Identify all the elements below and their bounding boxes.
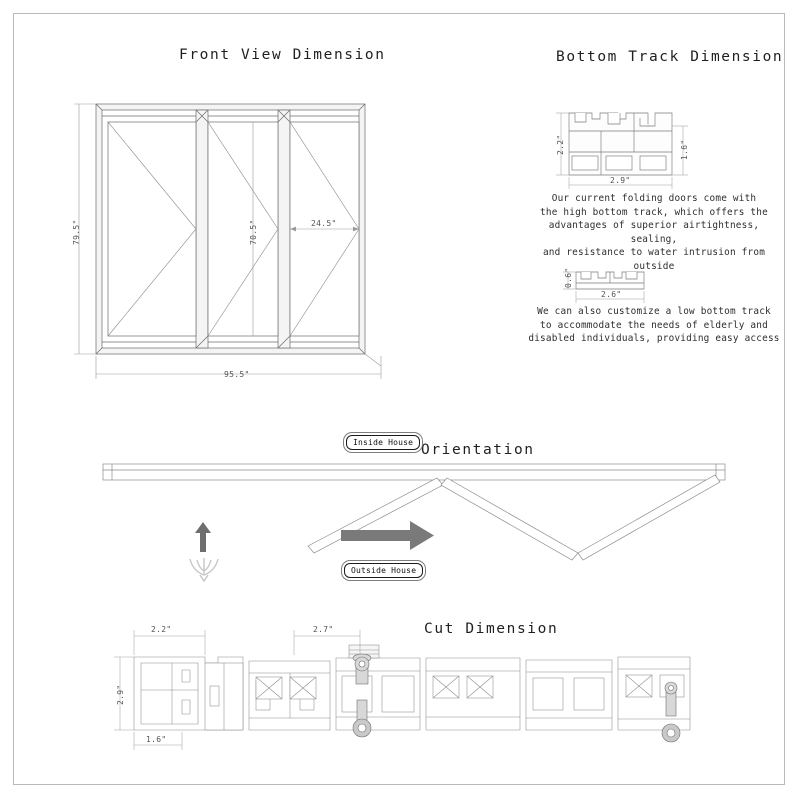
inside-house-label: Inside House xyxy=(346,435,421,450)
compass-rose-icon xyxy=(189,558,219,583)
front-view-panel-width-dim: 24.5" xyxy=(311,219,337,228)
outside-house-label: Outside House xyxy=(344,563,424,578)
orientation-title: Orientation xyxy=(421,442,535,458)
cut-panel-width-dim: 2.7" xyxy=(313,625,334,634)
high-track-width-dim: 2.9" xyxy=(610,176,631,185)
front-view-width-dim: 95.5" xyxy=(224,370,250,379)
roller-assembly-left xyxy=(352,653,372,738)
outside-house-badge: Outside House xyxy=(341,560,427,581)
inside-house-badge: Inside House xyxy=(343,432,424,453)
cut-frame-width-dim: 2.2" xyxy=(151,625,172,634)
low-track-width-dim: 2.6" xyxy=(601,290,622,299)
cut-base-width-dim: 1.6" xyxy=(146,735,167,744)
bottom-track-title: Bottom Track Dimension xyxy=(556,49,784,65)
roller-assembly-right xyxy=(661,681,681,743)
cut-dimension-title: Cut Dimension xyxy=(424,621,559,637)
front-view-title: Front View Dimension xyxy=(179,47,386,63)
north-arrow-icon xyxy=(195,522,211,552)
low-track-note: We can also customize a low bottom track… xyxy=(528,306,780,345)
swing-direction-arrow xyxy=(341,521,434,550)
high-track-note: Our current folding doors come with the … xyxy=(540,193,768,272)
cut-frame-height-dim: 2.9" xyxy=(116,684,125,705)
